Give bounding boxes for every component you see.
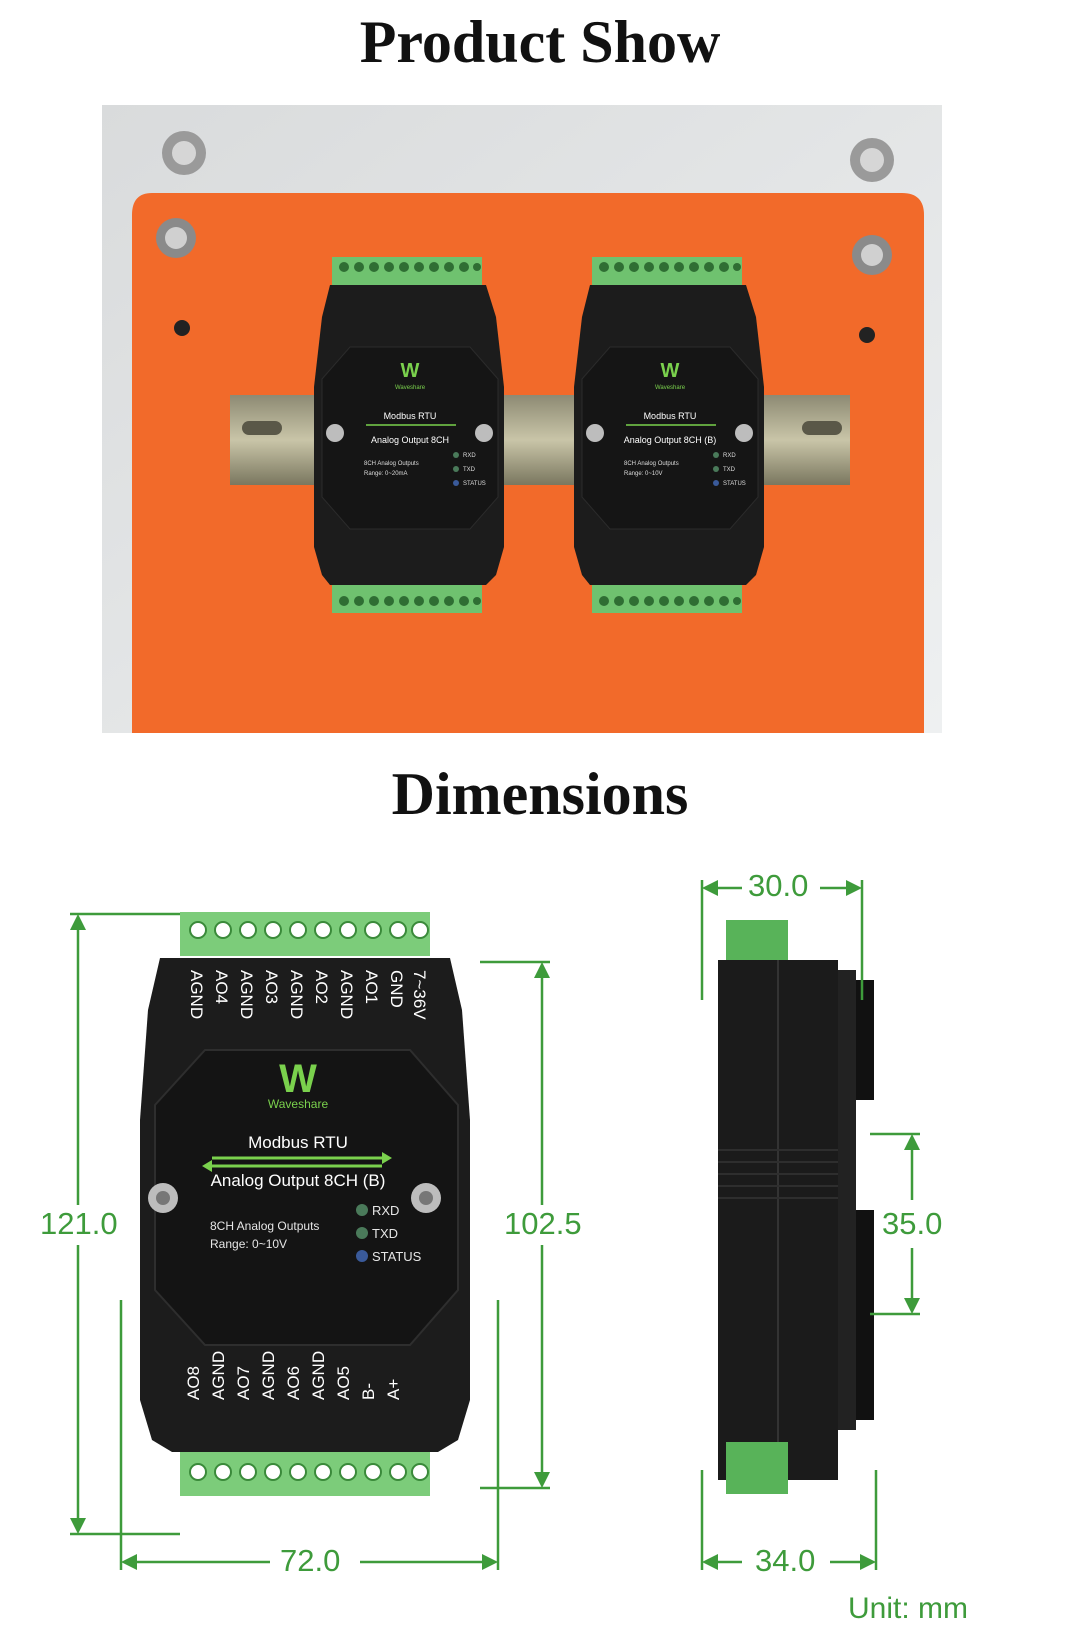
module-line2: Analog Output 8CH (B) bbox=[211, 1171, 386, 1190]
led-status: STATUS bbox=[356, 1249, 422, 1264]
logo-text: Waveshare bbox=[268, 1097, 329, 1111]
dim-depth-top: 30.0 bbox=[748, 868, 809, 903]
svg-text:GND: GND bbox=[387, 970, 406, 1008]
screw-icon bbox=[411, 1183, 441, 1213]
waveshare-logo-icon: W bbox=[279, 1057, 317, 1101]
module-desc2: Range: 0~10V bbox=[210, 1237, 287, 1251]
svg-text:AO3: AO3 bbox=[262, 970, 281, 1004]
module-line1: Modbus RTU bbox=[384, 411, 437, 421]
svg-text:AGND: AGND bbox=[259, 1351, 278, 1400]
side-view-drawing bbox=[718, 920, 874, 1494]
svg-text:AO4: AO4 bbox=[212, 970, 231, 1004]
screw-icon bbox=[156, 218, 196, 258]
dim-height-total: 121.0 bbox=[40, 1206, 118, 1241]
svg-text:AO2: AO2 bbox=[312, 970, 331, 1004]
front-view-drawing: AGND AO4 AGND AO3 AGND AO2 AGND AO1 GND … bbox=[140, 912, 470, 1496]
svg-text:STATUS: STATUS bbox=[372, 1249, 422, 1264]
svg-text:RXD: RXD bbox=[723, 453, 736, 459]
module-desc1: 8CH Analog Outputs bbox=[210, 1219, 319, 1233]
product-photo: W Waveshare Modbus RTU Analog Output 8CH… bbox=[102, 105, 942, 733]
svg-text:AO8: AO8 bbox=[184, 1366, 203, 1400]
module-desc1: 8CH Analog Outputs bbox=[624, 461, 679, 467]
module-line1: Modbus RTU bbox=[644, 411, 697, 421]
svg-text:AO1: AO1 bbox=[362, 970, 381, 1004]
svg-text:W: W bbox=[661, 360, 680, 382]
svg-text:A+: A+ bbox=[384, 1379, 403, 1400]
svg-text:AGND: AGND bbox=[209, 1351, 228, 1400]
module-desc1: 8CH Analog Outputs bbox=[364, 461, 419, 467]
unit-label: Unit: mm bbox=[848, 1592, 968, 1625]
svg-text:TXD: TXD bbox=[463, 467, 476, 473]
svg-text:AO7: AO7 bbox=[234, 1366, 253, 1400]
svg-text:W: W bbox=[401, 360, 420, 382]
svg-text:AGND: AGND bbox=[337, 970, 356, 1019]
svg-text:AGND: AGND bbox=[237, 970, 256, 1019]
svg-text:AGND: AGND bbox=[287, 970, 306, 1019]
screw-icon bbox=[162, 131, 206, 175]
module-right: W Waveshare Modbus RTU Analog Output 8CH… bbox=[574, 257, 764, 613]
dim-depth-bottom: 34.0 bbox=[755, 1543, 816, 1578]
svg-text:AO5: AO5 bbox=[334, 1366, 353, 1400]
svg-text:RXD: RXD bbox=[463, 453, 476, 459]
svg-text:TXD: TXD bbox=[723, 467, 736, 473]
svg-text:AGND: AGND bbox=[187, 970, 206, 1019]
svg-text:STATUS: STATUS bbox=[463, 481, 486, 487]
svg-text:TXD: TXD bbox=[372, 1226, 398, 1241]
led-txd: TXD bbox=[356, 1226, 398, 1241]
module-line2: Analog Output 8CH (B) bbox=[624, 435, 717, 445]
module-left: W Waveshare Modbus RTU Analog Output 8CH… bbox=[314, 257, 504, 613]
svg-text:AGND: AGND bbox=[309, 1351, 328, 1400]
screw-icon bbox=[852, 235, 892, 275]
logo-text: Waveshare bbox=[395, 385, 426, 391]
dim-width-front: 72.0 bbox=[280, 1543, 341, 1578]
module-line1: Modbus RTU bbox=[248, 1133, 348, 1152]
dim-height-body: 102.5 bbox=[504, 1206, 582, 1241]
dim-rail-height: 35.0 bbox=[882, 1206, 943, 1241]
screw-icon bbox=[850, 138, 894, 182]
logo-text: Waveshare bbox=[655, 385, 686, 391]
svg-text:STATUS: STATUS bbox=[723, 481, 746, 487]
svg-text:AO6: AO6 bbox=[284, 1366, 303, 1400]
module-line2: Analog Output 8CH bbox=[371, 435, 449, 445]
led-rxd: RXD bbox=[356, 1203, 399, 1218]
screw-icon bbox=[148, 1183, 178, 1213]
module-desc2: Range: 0~10V bbox=[624, 471, 663, 477]
dimensions-title: Dimensions bbox=[391, 761, 689, 827]
svg-text:RXD: RXD bbox=[372, 1203, 399, 1218]
module-desc2: Range: 0~20mA bbox=[364, 471, 408, 477]
svg-text:7~36V: 7~36V bbox=[410, 970, 429, 1020]
svg-text:B-: B- bbox=[359, 1383, 378, 1400]
product-show-title: Product Show bbox=[359, 9, 721, 75]
